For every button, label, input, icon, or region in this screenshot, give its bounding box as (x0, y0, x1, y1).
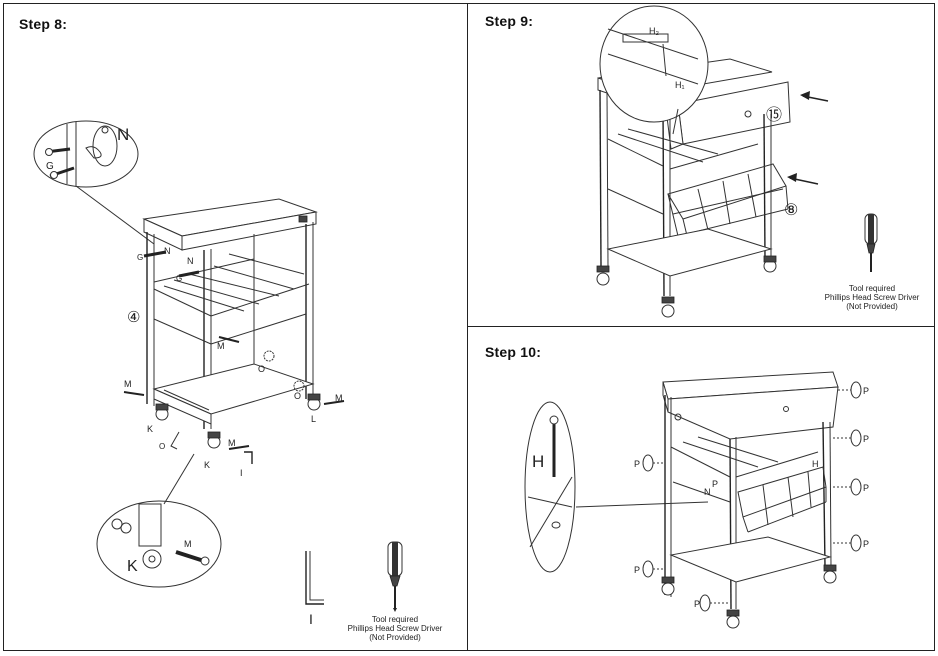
label-m-4: M (228, 438, 236, 448)
step-9-panel: Step 9: (467, 3, 935, 327)
screw-icon (45, 147, 75, 179)
zoom-callout-k: K M (96, 453, 222, 588)
label-n-1: N (164, 246, 171, 256)
label-four: ④ (127, 309, 140, 326)
allen-key-icon (305, 551, 324, 605)
screwdriver-icon (864, 213, 878, 272)
label-m-1: M (217, 341, 225, 351)
label-p-2: P (863, 434, 869, 444)
zoom-callout-screw-h: H (524, 401, 709, 573)
arrow-icon (787, 91, 829, 185)
step-10-panel: Step 10: H (467, 326, 935, 651)
label-n-10: N (704, 487, 711, 497)
wire-basket (672, 466, 827, 533)
label-g-2: G (176, 274, 182, 283)
tool-name-text: Phillips Head Screw Driver (348, 624, 443, 633)
label-m-3: M (335, 393, 343, 403)
tool-not-provided-text: (Not Provided) (369, 633, 421, 642)
label-k-2: K (204, 460, 210, 470)
tool-name-text: Phillips Head Screw Driver (825, 293, 920, 302)
label-fifteen: ⑮ (766, 106, 782, 124)
label-h1: H₁ (675, 80, 685, 90)
label-i-1: I (240, 468, 243, 478)
label-p-5: P (634, 459, 640, 469)
label-o-1: O (258, 364, 265, 374)
zoom-callout-h: H₂ H₁ (599, 5, 709, 135)
zoom-callout-n: N G (33, 120, 155, 245)
step-8-title: Step 8: (19, 16, 68, 32)
label-eight: ⑧ (784, 202, 798, 219)
label-g-zoom: G (46, 161, 54, 172)
cap-markers (642, 381, 862, 612)
label-n-zoom: N (117, 125, 129, 144)
label-i-large: I (309, 611, 313, 627)
label-m-zoom: M (184, 539, 192, 549)
label-p-6: P (634, 565, 640, 575)
label-l: L (311, 414, 316, 424)
step-9-title: Step 9: (485, 13, 534, 29)
step-8-panel: Step 8: N G (3, 3, 468, 651)
label-p-7: P (694, 599, 700, 609)
label-o-2: O (294, 391, 301, 401)
label-m-2: M (124, 379, 132, 389)
label-k-1: K (147, 424, 153, 434)
step-10-title: Step 10: (485, 344, 542, 360)
label-h-1: H (812, 459, 819, 469)
label-n-2: N (187, 256, 194, 266)
label-p-8: P (712, 479, 718, 489)
step-8-diagram: N G (33, 120, 443, 642)
tool-required-text: Tool required (372, 615, 418, 624)
tool-not-provided-text: (Not Provided) (846, 302, 898, 311)
tool-required-text: Tool required (849, 284, 895, 293)
label-o-3: O (159, 442, 165, 451)
label-p-3: P (863, 483, 869, 493)
label-g-1: G (137, 253, 143, 262)
screwdriver-icon (387, 541, 403, 612)
wire-basket (667, 163, 789, 241)
step-9-diagram: ⑮ ⑧ H₂ H₁ Tool required Phillips Head Sc… (596, 5, 920, 318)
label-p-1: P (863, 386, 869, 396)
label-p-4: P (863, 539, 869, 549)
label-h2: H₂ (649, 26, 659, 36)
step-10-diagram: H (524, 371, 869, 629)
label-k-zoom: K (127, 558, 138, 575)
label-h-zoom: H (532, 452, 544, 471)
cart-frame (123, 198, 345, 464)
